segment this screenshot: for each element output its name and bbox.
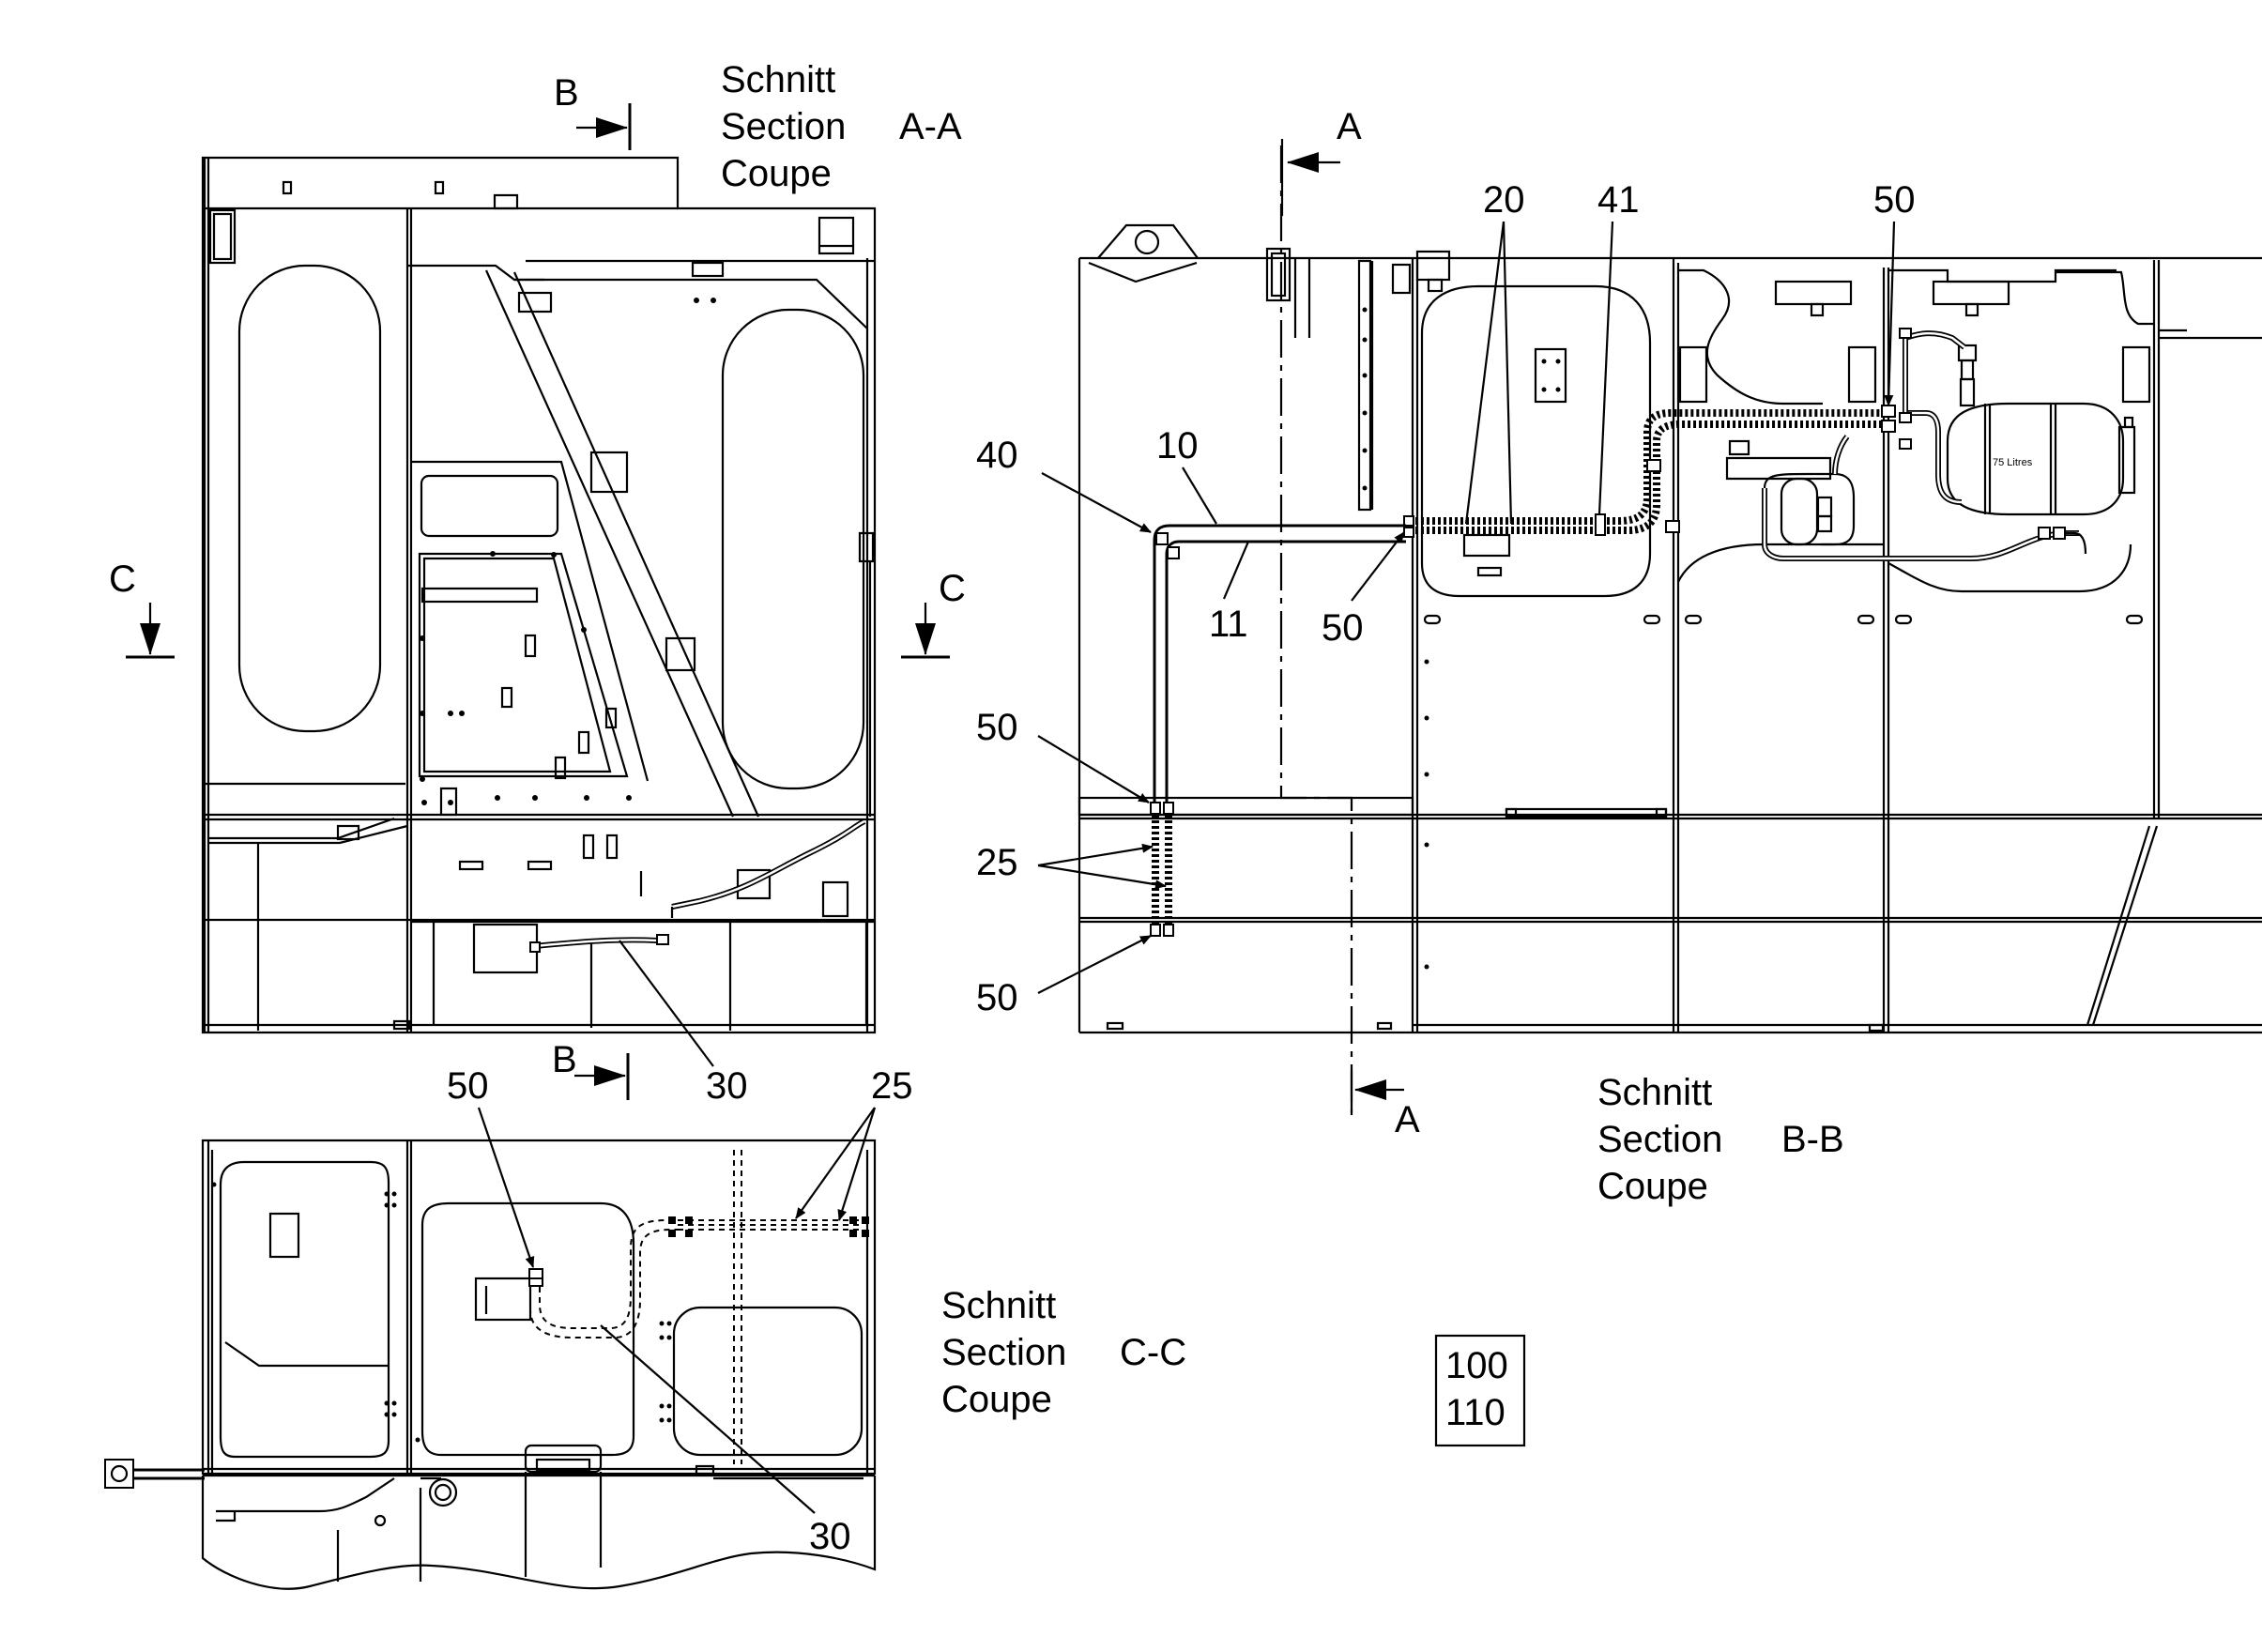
reference-number-1: 100 — [1445, 1345, 1508, 1386]
section-bb-coupe: Coupe — [1597, 1166, 1708, 1207]
callout-50-bb-top: 50 — [1873, 179, 1916, 406]
cut-marker-c-right-letter: C — [939, 568, 966, 609]
callout-30-aa-number: 30 — [706, 1065, 748, 1107]
fuel-tank: 75 Litres — [1946, 402, 2136, 516]
section-aa-view — [201, 156, 877, 1034]
callout-40-number: 40 — [976, 435, 1018, 476]
callout-20-number: 20 — [1483, 179, 1525, 221]
callout-50-left-lower: 50 — [976, 935, 1152, 1018]
callout-11: 11 — [1209, 541, 1250, 645]
callout-11-number: 11 — [1209, 604, 1248, 645]
cut-marker-a-bottom: A — [1354, 1079, 1420, 1140]
section-cc-section: Section — [941, 1332, 1066, 1373]
callout-50-left-lower-number: 50 — [976, 977, 1018, 1018]
callout-50-bb-top-number: 50 — [1873, 179, 1916, 221]
cut-marker-b-top: B — [554, 72, 632, 150]
cut-marker-c-right: C — [901, 568, 966, 659]
cut-marker-a-top-letter: A — [1337, 106, 1362, 147]
cut-marker-b-bottom: B — [552, 1039, 630, 1100]
section-bb-section: Section — [1597, 1119, 1722, 1160]
cut-marker-c-left: C — [109, 558, 175, 659]
section-bb-view: 75 Litres — [1078, 139, 2262, 1117]
callout-25-bb: 25 — [976, 842, 1167, 890]
cut-marker-b-bottom-letter: B — [552, 1039, 577, 1080]
callout-20: 20 — [1464, 179, 1525, 525]
cut-marker-c-left-letter: C — [109, 558, 136, 600]
section-aa-schnitt: Schnitt — [721, 59, 835, 100]
callout-50-cc: 50 — [447, 1065, 535, 1268]
cut-marker-a-bottom-letter: A — [1395, 1099, 1420, 1140]
callout-50-bb-mid-number: 50 — [1322, 607, 1364, 649]
section-cc-title: Schnitt Section C-C Coupe — [941, 1285, 1186, 1420]
section-cc-view — [104, 1139, 877, 1590]
callout-41-number: 41 — [1597, 179, 1640, 221]
section-aa-title: Schnitt Section A-A Coupe — [721, 59, 962, 194]
cut-marker-a-top: A — [1287, 106, 1362, 173]
tank-capacity-label: 75 Litres — [1993, 457, 2033, 468]
reference-number-2: 110 — [1445, 1392, 1505, 1433]
callout-30-aa: 30 — [619, 940, 748, 1107]
callout-25-cc: 25 — [795, 1065, 913, 1221]
callout-50-cc-number: 50 — [447, 1065, 489, 1107]
cut-marker-b-top-letter: B — [554, 72, 579, 114]
reference-box: 100 110 — [1434, 1334, 1526, 1447]
callout-41: 41 — [1597, 179, 1640, 515]
callout-25-bb-number: 25 — [976, 842, 1018, 883]
section-bb-schnitt: Schnitt — [1597, 1072, 1712, 1113]
section-aa-section: Section — [721, 106, 846, 147]
section-cc-coupe: Coupe — [941, 1379, 1052, 1420]
section-bb-code: B-B — [1781, 1119, 1844, 1160]
callout-10: 10 — [1156, 425, 1217, 525]
section-cc-schnitt: Schnitt — [941, 1285, 1056, 1326]
callout-50-left-upper-number: 50 — [976, 707, 1018, 748]
callout-50-bb-mid: 50 — [1322, 531, 1405, 649]
section-bb-title: Schnitt Section B-B Coupe — [1597, 1072, 1844, 1207]
callout-50-left-upper: 50 — [976, 707, 1150, 803]
section-cc-code: C-C — [1120, 1332, 1186, 1373]
callout-10-number: 10 — [1156, 425, 1199, 467]
callout-30-cc-number: 30 — [809, 1516, 851, 1557]
section-aa-code: A-A — [899, 106, 962, 147]
section-aa-coupe: Coupe — [721, 153, 832, 194]
callout-30-cc: 30 — [600, 1324, 851, 1557]
callout-25-cc-number: 25 — [871, 1065, 913, 1107]
callout-40: 40 — [976, 435, 1152, 533]
